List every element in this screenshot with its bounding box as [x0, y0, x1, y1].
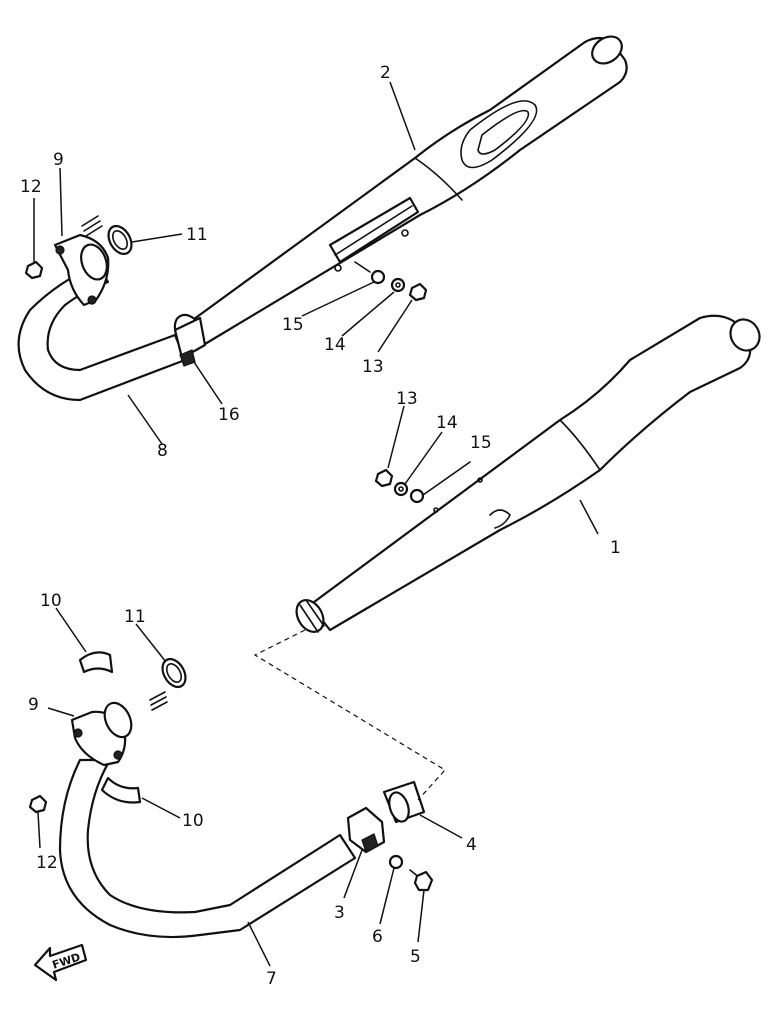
exhaust-pipe-upper: [17, 263, 187, 402]
callout-10: 10: [182, 811, 204, 831]
callout-9: 9: [28, 695, 39, 715]
callout-14: 14: [436, 413, 458, 433]
hardware-upper: [354, 261, 428, 302]
flange-lower: [70, 691, 168, 767]
nut-upper-12: [24, 260, 44, 280]
muffler-lower: [295, 314, 761, 633]
flange-upper: [53, 215, 110, 307]
callout-3: 3: [334, 903, 345, 923]
gasket-ring-upper: [107, 224, 133, 256]
callout-15: 15: [470, 433, 492, 453]
callout-16: 16: [218, 405, 240, 425]
nut-lower-12: [28, 794, 48, 814]
leader-lines: [33, 81, 599, 967]
callout-labels: 2 9 12 11 15 14 13 16 8 13 14 15 1 10 11…: [20, 63, 621, 989]
callout-12: 12: [36, 853, 58, 873]
hardware-lower: [374, 461, 471, 504]
clamp-upper: [173, 313, 207, 367]
callout-15: 15: [282, 315, 304, 335]
joint-hardware: [346, 780, 434, 892]
callout-10: 10: [40, 591, 62, 611]
callout-7: 7: [266, 969, 277, 989]
callout-5: 5: [410, 947, 421, 967]
exhaust-pipe-lower: [58, 758, 357, 939]
callout-12: 12: [20, 177, 42, 197]
muffler-upper: [188, 35, 628, 346]
split-collar-top: [78, 651, 114, 674]
gasket-ring-lower: [161, 657, 187, 689]
callout-11: 11: [186, 225, 208, 245]
fwd-arrow-icon: FWD: [33, 943, 88, 982]
callout-4: 4: [466, 835, 477, 855]
callout-1: 1: [610, 538, 621, 558]
callout-11: 11: [124, 607, 146, 627]
callout-14: 14: [324, 335, 346, 355]
callout-2: 2: [380, 63, 391, 83]
callout-8: 8: [157, 441, 168, 461]
assembly-line: [253, 629, 446, 801]
callout-9: 9: [53, 150, 64, 170]
split-collar-bottom: [100, 776, 142, 804]
callout-6: 6: [372, 927, 383, 947]
callout-13: 13: [396, 389, 418, 409]
callout-13: 13: [362, 357, 384, 377]
